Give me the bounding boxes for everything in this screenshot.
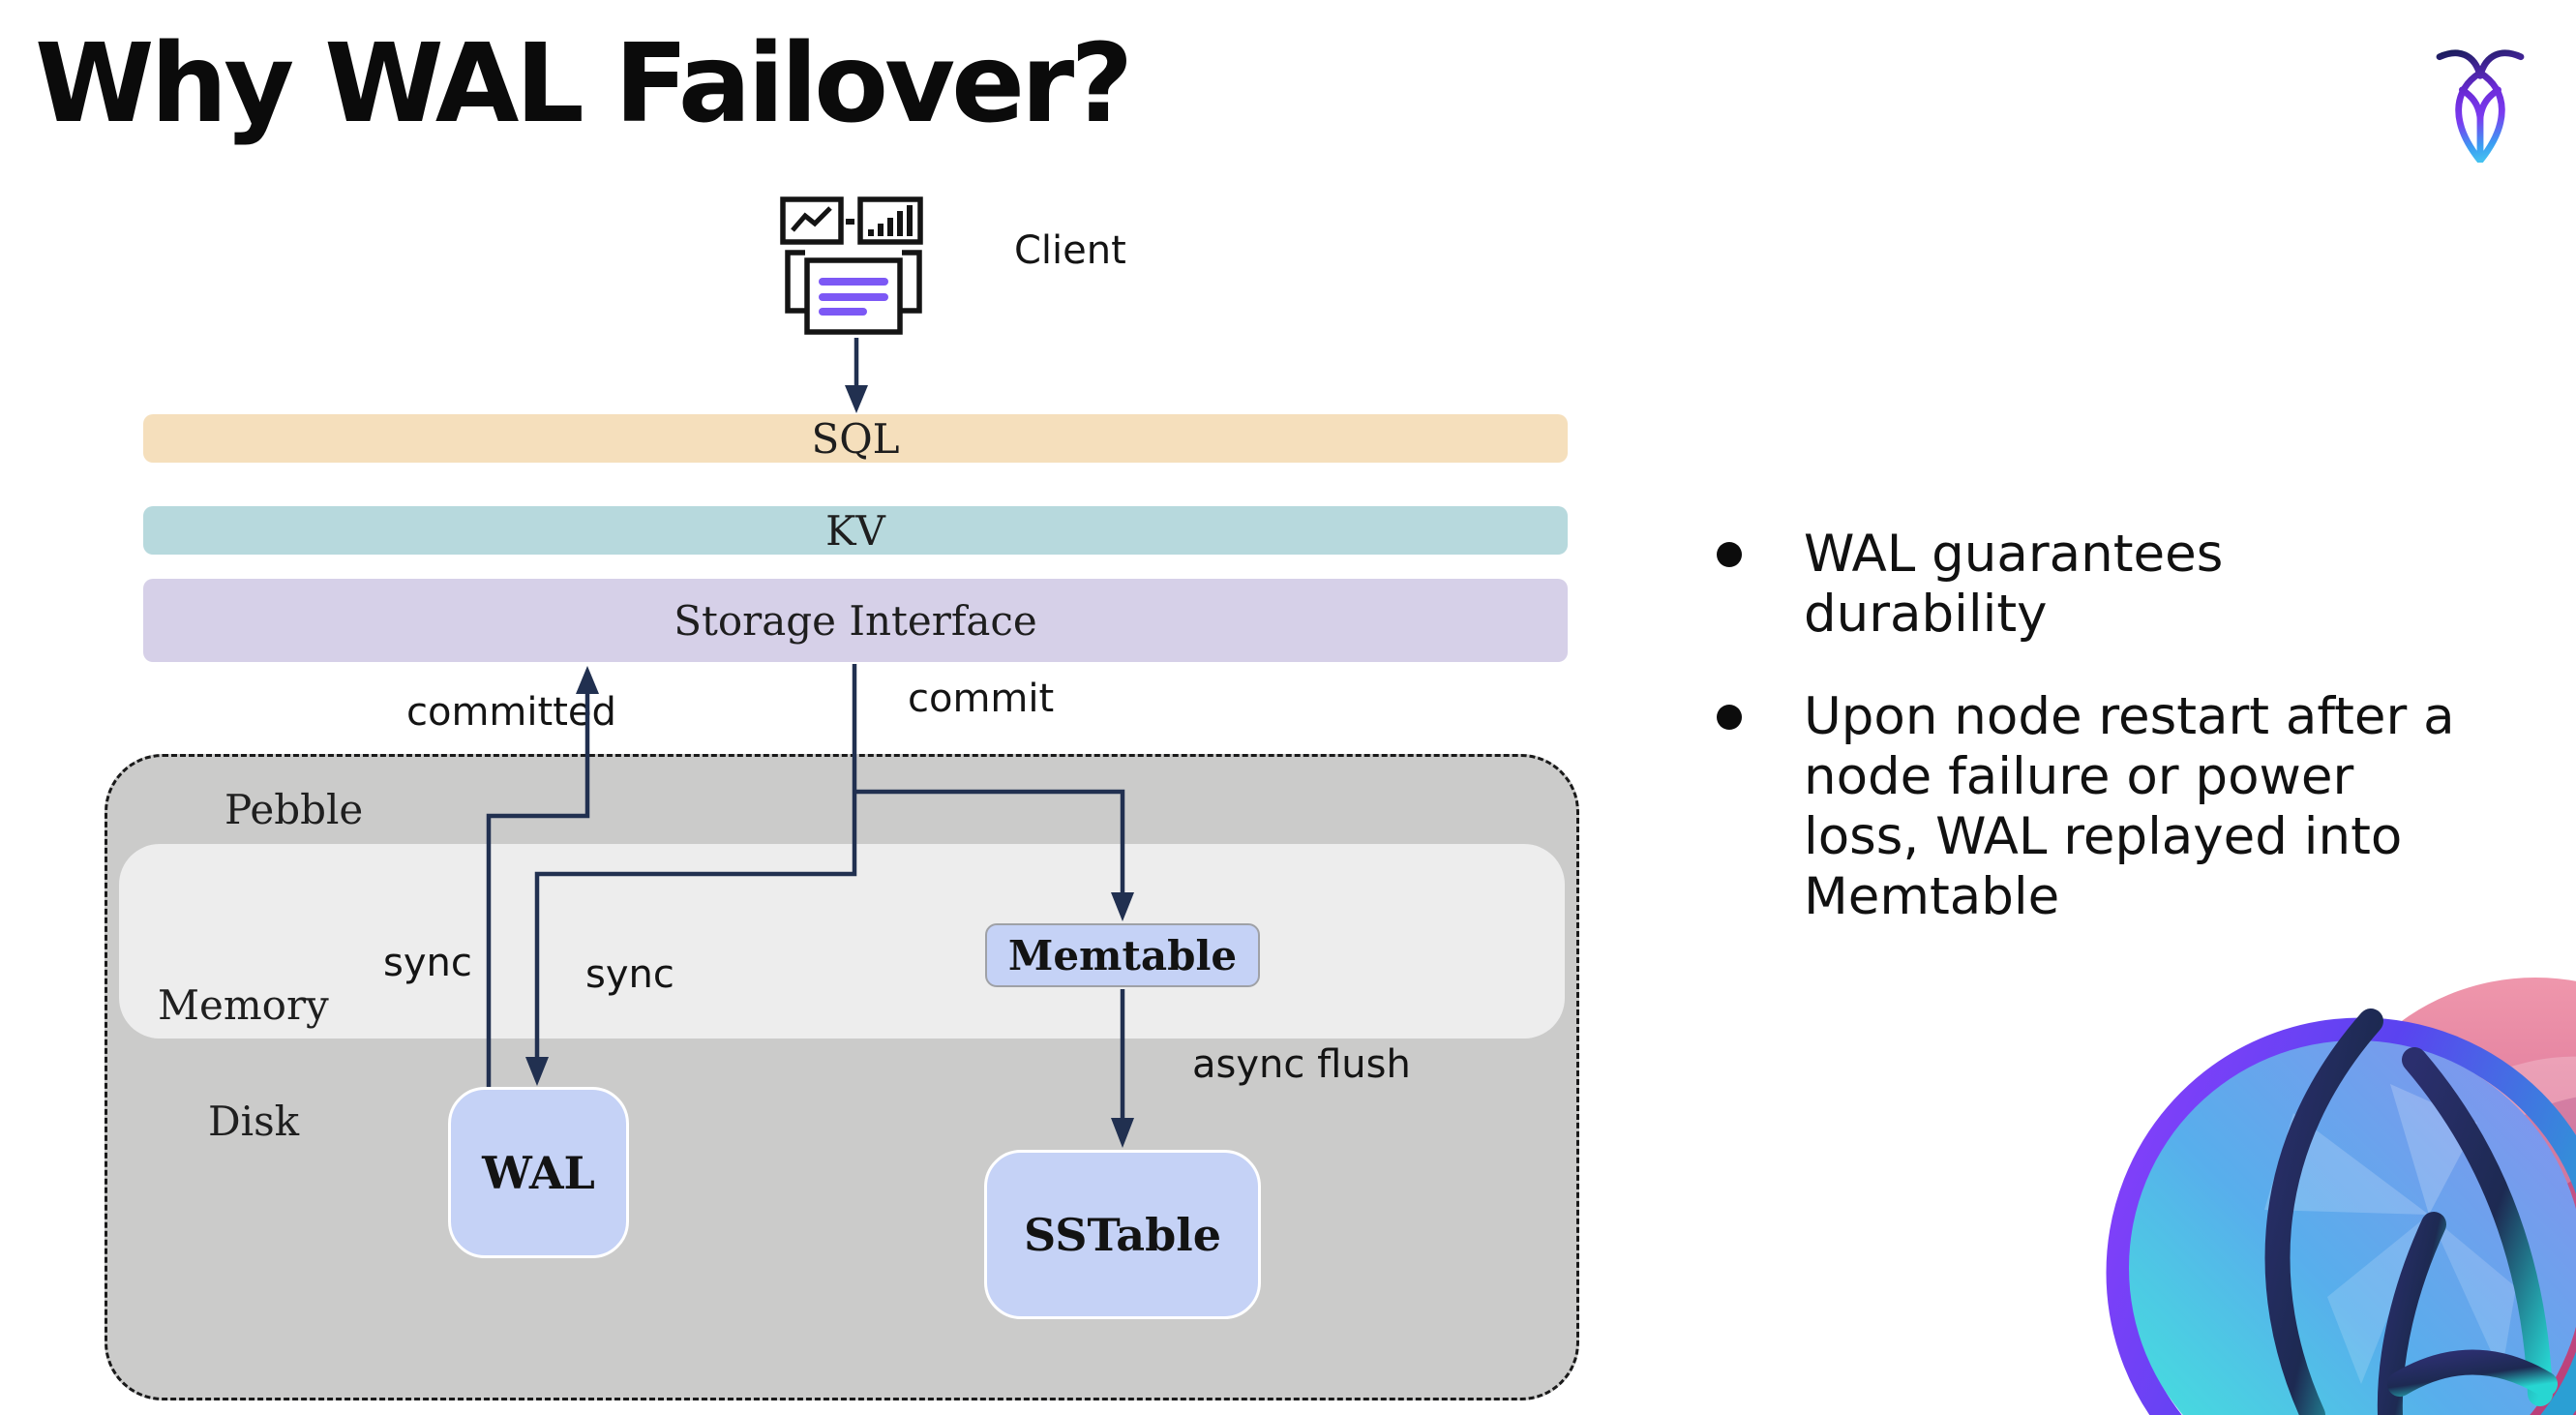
bullet-icon — [1717, 542, 1742, 567]
layer-kv: KV — [143, 506, 1568, 555]
edge-label-sync-left: sync — [383, 941, 472, 985]
bullet-list: WAL guarantees durability Upon node rest… — [1701, 525, 2495, 970]
node-memtable-label: Memtable — [1007, 931, 1238, 979]
memory-band — [119, 844, 1565, 1039]
line-chart-icon — [780, 196, 844, 245]
bar-chart-icon — [857, 196, 923, 245]
node-sstable-label: SSTable — [1024, 1208, 1221, 1261]
node-wal: WAL — [448, 1087, 629, 1258]
list-item: Upon node restart after a node failure o… — [1701, 687, 2495, 927]
bullet-icon — [1717, 705, 1742, 730]
layer-kv-label: KV — [825, 506, 885, 555]
memory-label: Memory — [158, 981, 329, 1029]
bullet-text: Upon node restart after a node failure o… — [1804, 687, 2455, 926]
edge-label-sync-right: sync — [585, 952, 674, 997]
cockroachdb-logo-icon — [2436, 49, 2525, 163]
layer-storage-interface-label: Storage Interface — [674, 596, 1037, 645]
layer-storage-interface: Storage Interface — [143, 579, 1568, 662]
disk-label: Disk — [208, 1098, 300, 1145]
pebble-label: Pebble — [225, 786, 364, 833]
layer-sql: SQL — [143, 414, 1568, 463]
document-icon — [785, 250, 922, 335]
dash-connector — [846, 219, 854, 225]
edge-label-commit: commit — [908, 677, 1055, 721]
page-title: Why WAL Failover? — [35, 21, 1133, 147]
client-workstation-icon — [780, 196, 923, 335]
node-wal-label: WAL — [482, 1146, 595, 1199]
client-label: Client — [1014, 228, 1126, 273]
list-item: WAL guarantees durability — [1701, 525, 2495, 645]
brand-artwork — [2106, 978, 2576, 1415]
leaf-veins — [2264, 1009, 2558, 1415]
edge-label-committed: committed — [406, 690, 616, 735]
arrowhead-down-icon — [845, 385, 868, 413]
node-memtable: Memtable — [985, 923, 1260, 987]
node-sstable: SSTable — [984, 1150, 1261, 1319]
layer-sql-label: SQL — [811, 414, 900, 463]
edge-label-async-flush: async flush — [1192, 1042, 1411, 1087]
bullet-text: WAL guarantees durability — [1804, 525, 2224, 644]
